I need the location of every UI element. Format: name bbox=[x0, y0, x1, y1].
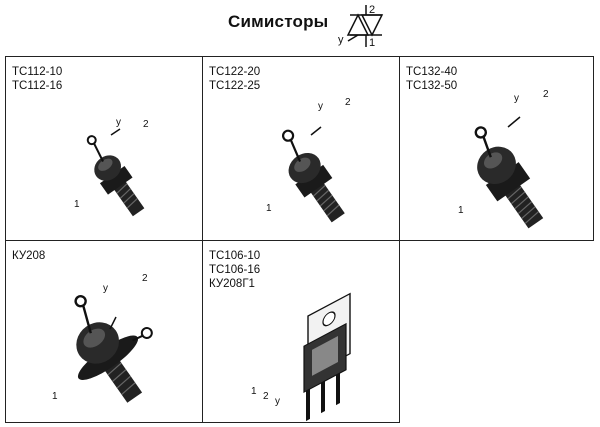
pin-label-gate: у bbox=[116, 117, 121, 128]
pin-label-1: 1 bbox=[74, 199, 80, 210]
pin-label-2: 2 bbox=[143, 119, 149, 130]
stud-triac-flange-image: у 2 1 bbox=[52, 273, 153, 403]
triac-symbol-icon: у 2 1 bbox=[338, 5, 384, 47]
stud-triac-medium-image: у 2 1 bbox=[266, 97, 351, 223]
device-cell-tc132: ТС132-40 ТС132-50 у 2 1 bbox=[399, 56, 594, 241]
pin-label-2: 2 bbox=[142, 273, 148, 284]
pin-label-1: 1 bbox=[458, 205, 464, 216]
stud-triac-large-image: у 2 1 bbox=[458, 89, 549, 229]
device-cell-ku208: КУ208 у 2 1 bbox=[5, 240, 203, 423]
symbol-label-gate: у bbox=[338, 34, 344, 46]
device-cell-tc122: ТС122-20 ТС122-25 у 2 1 bbox=[202, 56, 400, 241]
pin-label-gate: у bbox=[275, 396, 280, 407]
symbol-label-top: 2 bbox=[369, 5, 375, 16]
pin-label-gate: у bbox=[514, 93, 519, 104]
device-label-tc112: ТС112-10 ТС112-16 bbox=[12, 66, 63, 92]
device-label-tc106: ТС106-10 ТС106-16 КУ208Г1 bbox=[209, 250, 261, 290]
pin-label-1: 1 bbox=[251, 386, 257, 397]
symbol-label-bottom: 1 bbox=[369, 37, 375, 47]
pin-label-1: 1 bbox=[266, 203, 272, 214]
device-cell-tc112: ТС112-10 ТС112-16 у 2 1 bbox=[5, 56, 203, 241]
device-label-tc132: ТС132-40 ТС132-50 bbox=[406, 66, 458, 92]
to220-triac-image: 1 2 у bbox=[251, 292, 351, 422]
device-label-tc122: ТС122-20 ТС122-25 bbox=[209, 66, 261, 92]
pin-label-gate: у bbox=[103, 283, 108, 294]
pin-label-gate: у bbox=[318, 101, 323, 112]
stud-triac-small-image: у 2 1 bbox=[74, 117, 149, 217]
page-title: Симисторы bbox=[228, 12, 329, 31]
pin-label-2: 2 bbox=[345, 97, 351, 108]
device-cell-tc106: ТС106-10 ТС106-16 КУ208Г1 1 2 у bbox=[202, 240, 400, 423]
device-grid: ТС112-10 ТС112-16 у 2 1 ТС122-20 ТС122-2… bbox=[5, 56, 594, 423]
pin-label-2: 2 bbox=[263, 391, 269, 402]
pin-label-1: 1 bbox=[52, 391, 58, 402]
pin-label-2: 2 bbox=[543, 89, 549, 100]
device-label-ku208: КУ208 bbox=[12, 250, 46, 262]
